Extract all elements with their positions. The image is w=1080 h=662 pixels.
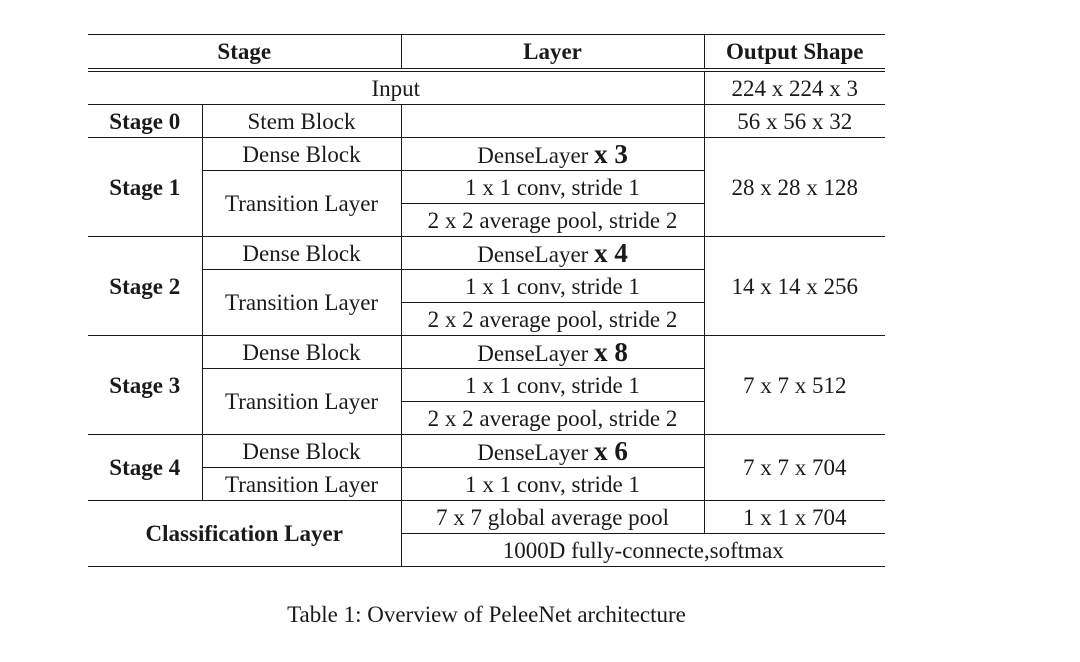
stage3-pool-row: 2 x 2 average pool, stride 2: [88, 401, 885, 435]
stage3-pool: 2 x 2 average pool, stride 2: [401, 401, 705, 435]
stage3-conv-row: Transition Layer 1 x 1 conv, stride 1: [88, 368, 885, 435]
stage4-dense-multiplier: x 6: [594, 435, 628, 466]
stage0-shape: 56 x 56 x 32: [703, 104, 886, 138]
table-caption: Table 1: Overview of PeleeNet architectu…: [287, 602, 686, 627]
input-row: Input 224 x 224 x 3: [88, 68, 886, 105]
stage3-label: Stage 3: [88, 335, 203, 435]
stage1-transition: Transition Layer: [202, 170, 402, 237]
stage1-pool-row: 2 x 2 average pool, stride 2: [88, 203, 885, 237]
stage4-dense-layer: DenseLayer: [477, 439, 589, 465]
stage1-label: Stage 1: [88, 137, 203, 237]
classification-pool: 7 x 7 global average pool: [400, 500, 705, 534]
stage3-dense-layer: DenseLayer: [477, 340, 589, 366]
stage2-dense-block: Dense Block: [201, 236, 402, 270]
stage4-dense-row: Stage 4 Dense Block DenseLayer x 6 7 x 7…: [88, 434, 886, 501]
stage1-shape: 28 x 28 x 128: [703, 137, 886, 237]
stage1-dense-layer-cell: DenseLayer x 3: [400, 137, 705, 171]
stage1-dense-layer: DenseLayer: [477, 142, 589, 168]
stage0-label: Stage 0: [88, 104, 203, 138]
stage1-dense-row: Stage 1 Dense Block DenseLayer x 3 28 x …: [88, 137, 886, 237]
stage2-label: Stage 2: [88, 236, 203, 336]
stage1-conv-row: Transition Layer 1 x 1 conv, stride 1: [88, 170, 885, 237]
stage3-dense-row: Stage 3 Dense Block DenseLayer x 8 7 x 7…: [88, 335, 886, 435]
classification-fc: 1000D fully-connecte,softmax: [401, 533, 886, 567]
stage4-transition: Transition Layer: [202, 467, 402, 501]
input-shape: 224 x 224 x 3: [703, 68, 886, 105]
stage4-label: Stage 4: [88, 434, 203, 501]
header-stage: Stage: [88, 34, 402, 71]
stage2-conv: 1 x 1 conv, stride 1: [400, 269, 705, 303]
stage3-shape: 7 x 7 x 512: [703, 335, 886, 435]
classification-pool-shape: 1 x 1 x 704: [703, 500, 886, 534]
stage0-layer: Stem Block: [201, 104, 402, 138]
header-row: Stage Layer Output Shape: [88, 34, 886, 71]
stage3-dense-layer-cell: DenseLayer x 8: [400, 335, 705, 369]
stage0-empty-cell: [400, 104, 705, 138]
stage4-dense-block: Dense Block: [201, 434, 402, 468]
stage4-dense-layer-cell: DenseLayer x 6: [400, 434, 705, 468]
stage2-dense-layer-cell: DenseLayer x 4: [400, 236, 705, 270]
stage3-dense-block: Dense Block: [201, 335, 402, 369]
stage1-pool: 2 x 2 average pool, stride 2: [401, 203, 705, 237]
stage2-transition: Transition Layer: [202, 269, 402, 336]
stage2-shape: 14 x 14 x 256: [703, 236, 886, 336]
header-layer: Layer: [400, 34, 705, 71]
architecture-table: Stage Layer Output Shape Input 224 x 224…: [88, 34, 886, 567]
stage4-transition-row: Transition Layer 1 x 1 conv, stride 1: [88, 467, 885, 501]
stage2-dense-layer: DenseLayer: [477, 241, 589, 267]
stage2-pool-row: 2 x 2 average pool, stride 2: [88, 302, 885, 336]
stage3-transition: Transition Layer: [202, 368, 402, 435]
stage2-dense-multiplier: x 4: [594, 237, 628, 268]
stage2-dense-row: Stage 2 Dense Block DenseLayer x 4 14 x …: [88, 236, 886, 336]
stage1-conv: 1 x 1 conv, stride 1: [400, 170, 705, 204]
classification-pool-row: Classification Layer 7 x 7 global averag…: [88, 500, 886, 567]
stage0-row: Stage 0 Stem Block 56 x 56 x 32: [88, 104, 886, 138]
classification-fc-row: 1000D fully-connecte,softmax: [88, 533, 886, 567]
stage2-pool: 2 x 2 average pool, stride 2: [401, 302, 705, 336]
input-label: Input: [88, 68, 705, 105]
stage4-conv: 1 x 1 conv, stride 1: [400, 467, 705, 501]
stage1-dense-block: Dense Block: [201, 137, 402, 171]
classification-label: Classification Layer: [88, 500, 402, 567]
stage4-shape: 7 x 7 x 704: [703, 434, 886, 501]
stage3-dense-multiplier: x 8: [594, 336, 628, 367]
stage1-dense-multiplier: x 3: [594, 138, 628, 169]
stage3-conv: 1 x 1 conv, stride 1: [400, 368, 705, 402]
header-output-shape: Output Shape: [703, 34, 886, 71]
